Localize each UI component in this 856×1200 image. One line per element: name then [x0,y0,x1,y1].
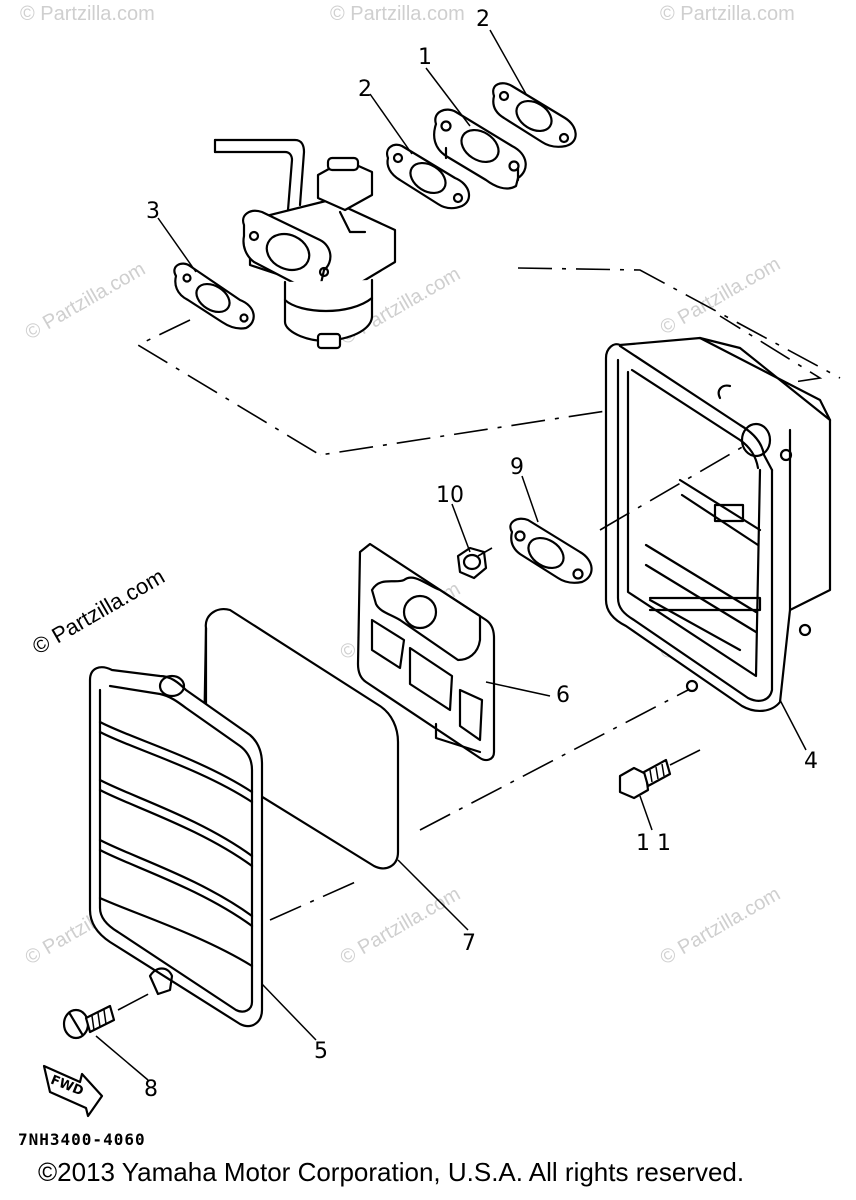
cover-part-5 [88,666,264,1028]
fwd-arrow-icon: FWD [42,1064,104,1118]
watermark: © Partzilla.com [330,3,465,25]
part-label-4: 4 [804,749,818,774]
part-label-1: 1 [418,45,432,70]
watermark: © Partzilla.com [22,258,150,344]
part-label-2: 2 [358,77,372,102]
part-label-9: 9 [510,455,524,480]
nut-part-10 [456,546,488,580]
part-label-7: 7 [462,931,476,956]
copyright-notice: ©2013 Yamaha Motor Corporation, U.S.A. A… [38,1157,745,1187]
diagram-reference-code: 7NH3400-4060 [18,1130,146,1149]
screw-part-8 [62,1004,116,1040]
carburetor [213,138,397,350]
part-label-6: 6 [556,683,570,708]
part-label-3: 3 [146,199,160,224]
gasket-part-2-middle [386,143,471,210]
leader-lines [95,29,807,1081]
watermark: © Partzilla.com [660,3,795,25]
carburetor-group-outline [136,267,841,456]
gasket-part-2-right [492,82,577,148]
filter-frame-part-6 [356,542,496,762]
insulator-part-1 [433,108,527,190]
air-cleaner-case-part-4 [604,336,832,712]
part-label-11: 1 1 [636,831,671,856]
watermark: © Partzilla.com [337,883,465,969]
watermark: © Partzilla.com [657,883,785,969]
alignment-lines [117,445,745,1011]
watermark: © Partzilla.com [20,3,155,25]
gasket-part-3 [173,262,255,330]
watermark: © Partzilla.com [28,564,169,660]
gasket-part-9 [509,517,593,584]
watermark: © Partzilla.com [657,253,785,339]
part-label-2: 2 [476,7,490,32]
part-label-8: 8 [144,1077,158,1102]
part-label-5: 5 [314,1039,328,1064]
part-label-10: 10 [436,483,464,508]
part-labels: 1 2 2 3 4 5 6 7 8 9 10 1 1 [144,7,818,1102]
bolt-part-11 [618,758,672,800]
